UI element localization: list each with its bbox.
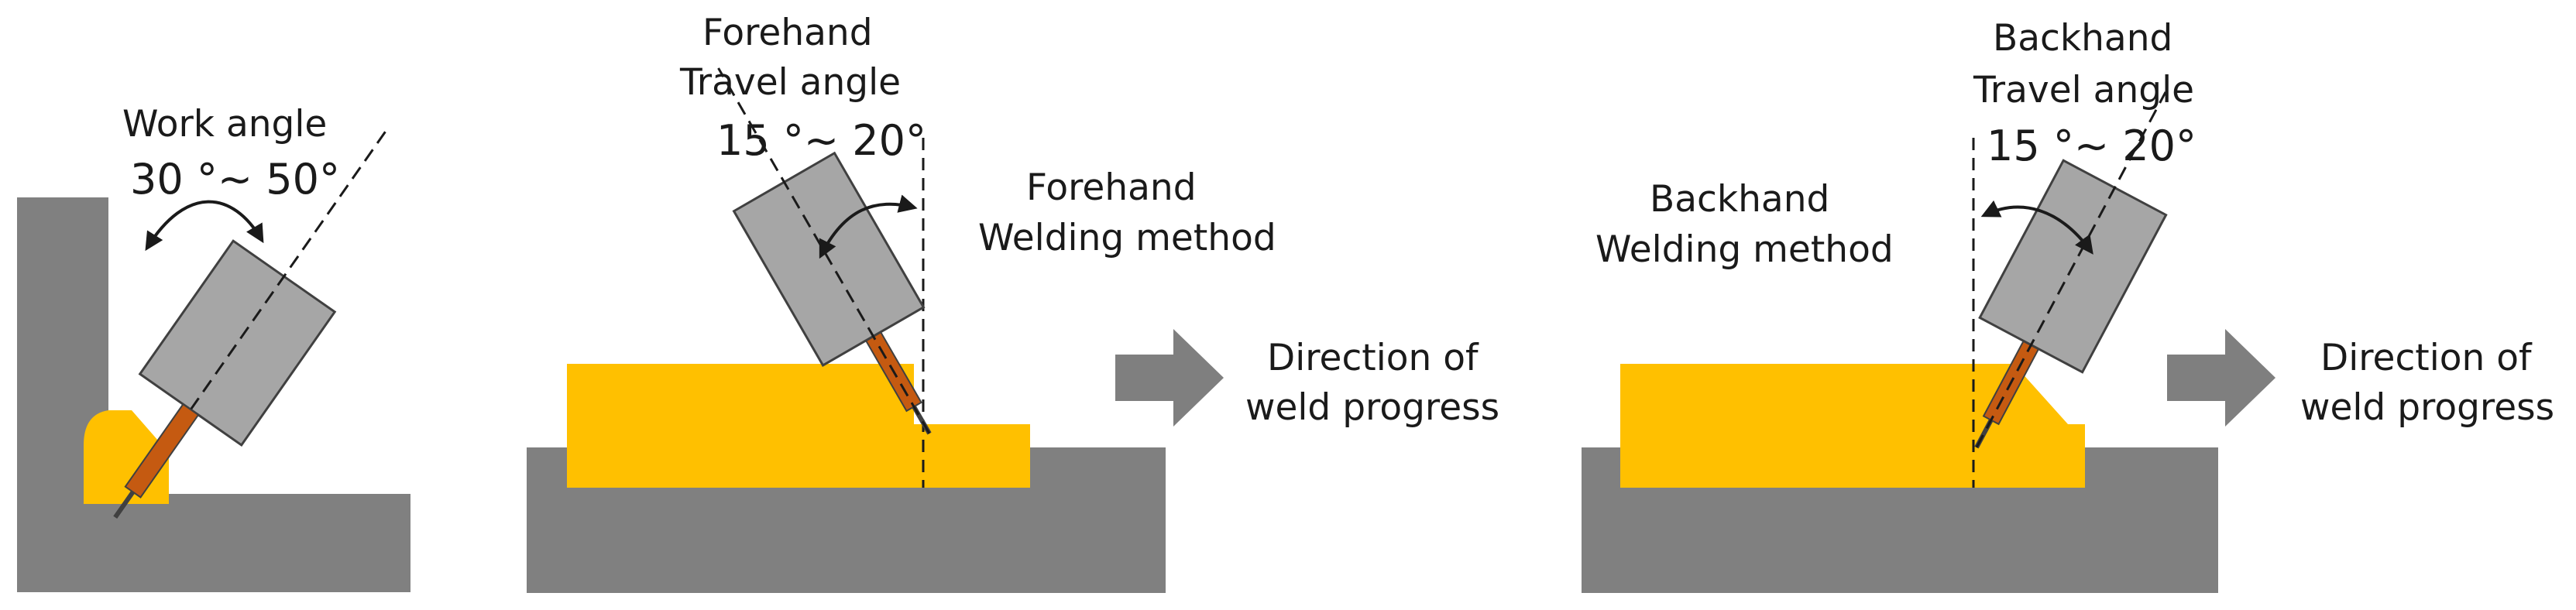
backhand-angle-range: 15 °~ 20° [1987,122,2196,170]
forehand-travel-angle-arc [819,194,918,259]
backhand-direction-arrow [2167,329,2275,427]
fillet-torch [113,126,390,519]
forehand-panel: Forehand Travel angle 15 °~ 20° Forehand… [527,12,1499,593]
backhand-weld-bead [1620,364,2085,488]
forehand-direction-arrow [1115,329,1224,427]
work-angle-range: 30 °~ 50° [130,155,340,204]
work-angle-label: Work angle [122,103,327,146]
forehand-angle-subtitle: Travel angle [679,61,901,104]
fillet-panel: Work angle 30 °~ 50° [17,103,410,592]
forehand-direction-line1: Direction of [1267,337,1479,379]
forehand-weld-bead [567,364,914,488]
forehand-angle-range: 15 °~ 20° [716,116,926,165]
forehand-direction-line2: weld progress [1245,386,1499,429]
backhand-method-title: Backhand [1650,178,1829,221]
fillet-plate [17,197,410,592]
backhand-angle-subtitle: Travel angle [1973,69,2194,111]
backhand-method-subtitle: Welding method [1595,228,1894,271]
backhand-travel-angle-arc [1980,200,2093,255]
forehand-angle-title: Forehand [702,12,873,54]
forehand-weld-pool [914,424,1030,488]
forehand-method-title: Forehand [1026,166,1197,209]
backhand-direction-line2: weld progress [2300,386,2554,429]
forehand-method-subtitle: Welding method [978,217,1276,259]
work-angle-arc-arrow [145,200,264,252]
backhand-panel: Backhand Travel angle 15 °~ 20° Backhand… [1582,17,2554,593]
backhand-angle-title: Backhand [1993,17,2172,60]
backhand-direction-line1: Direction of [2320,337,2533,379]
